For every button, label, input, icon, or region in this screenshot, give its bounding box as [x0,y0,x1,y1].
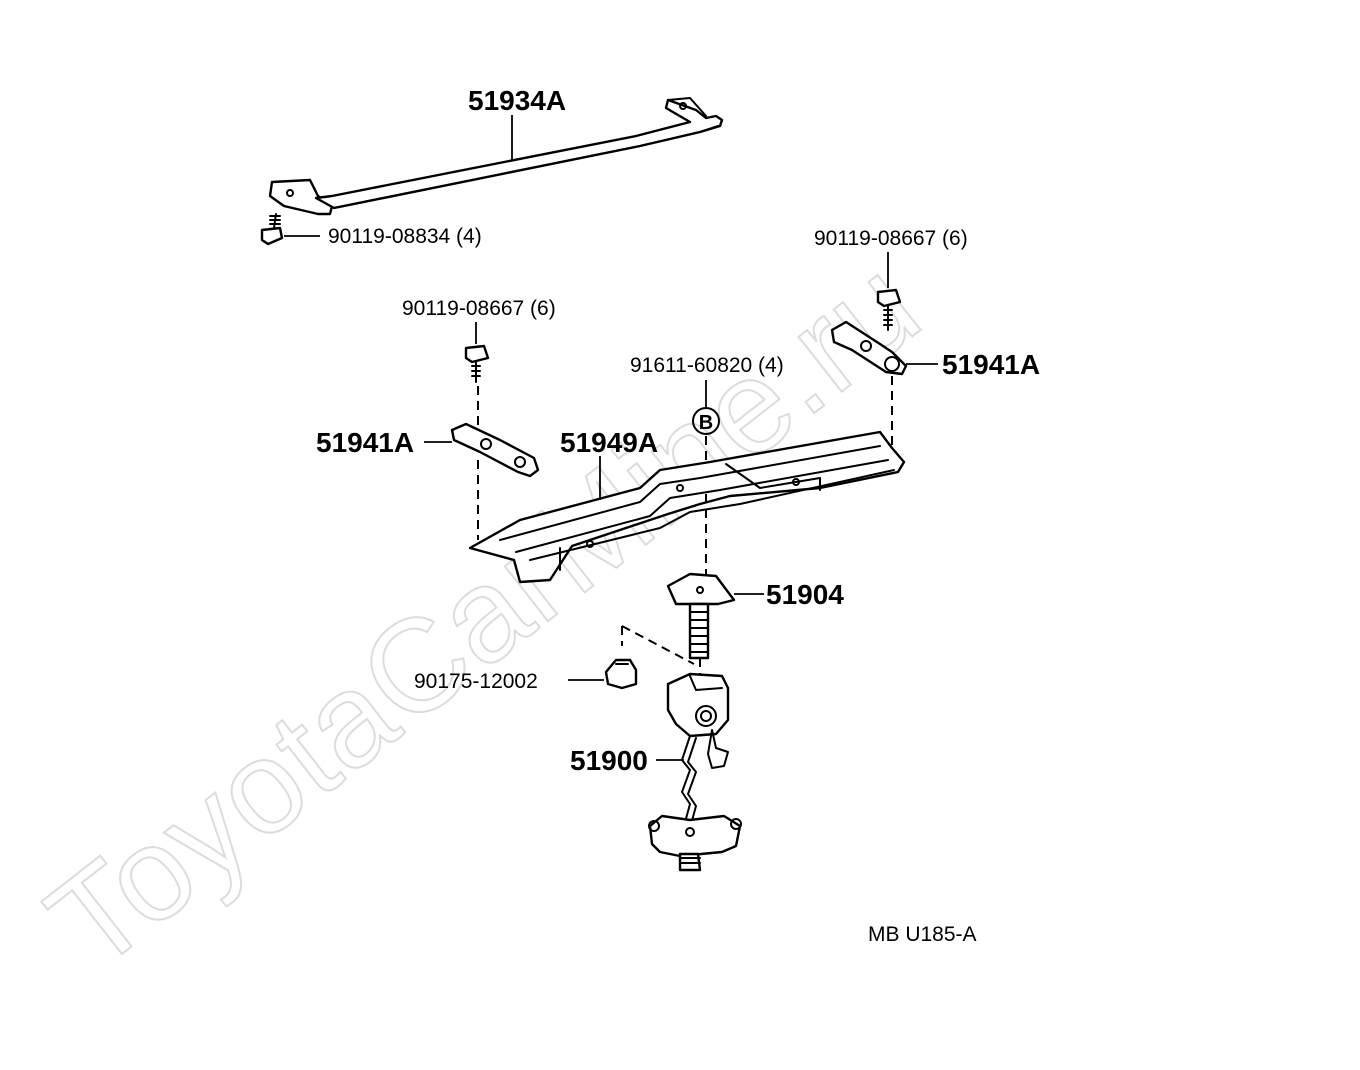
part-label-51941A-left: 51941A [316,427,414,458]
cross-bar-51934A[interactable] [268,97,724,216]
part-label-51900: 51900 [570,745,648,776]
part-label-51941A-right: 51941A [942,349,1040,380]
bolt-90119-08667-right[interactable] [876,288,902,331]
part-label-90175-12002: 90175-12002 [414,670,538,693]
part-label-51904: 51904 [766,579,844,610]
bracket-51941A-left[interactable] [450,422,540,478]
callout-b-badge[interactable]: B [692,407,720,435]
bracket-51941A-right[interactable] [830,320,908,376]
part-label-51934A: 51934A [468,85,566,116]
part-label-51949A: 51949A [560,427,658,458]
nut-90175-12002[interactable] [604,658,638,690]
diagram-code: MB U185-A [868,923,977,946]
crossmember-51949A[interactable] [468,430,906,584]
dash-nut-link [621,625,695,665]
bolt-90119-08667-left[interactable] [464,344,490,383]
callout-b-text: B [699,412,713,434]
part-label-90119-08667-left: 90119-08667 (6) [402,297,556,320]
hanger-bracket-51904[interactable] [666,572,736,660]
part-label-91611-60820: 91611-60820 (4) [630,354,784,377]
part-label-90119-08834: 90119-08834 (4) [328,225,482,248]
bolt-90119-08834[interactable] [260,213,284,246]
part-label-90119-08667-right: 90119-08667 (6) [814,227,968,250]
spare-carrier-51900[interactable] [648,672,742,872]
